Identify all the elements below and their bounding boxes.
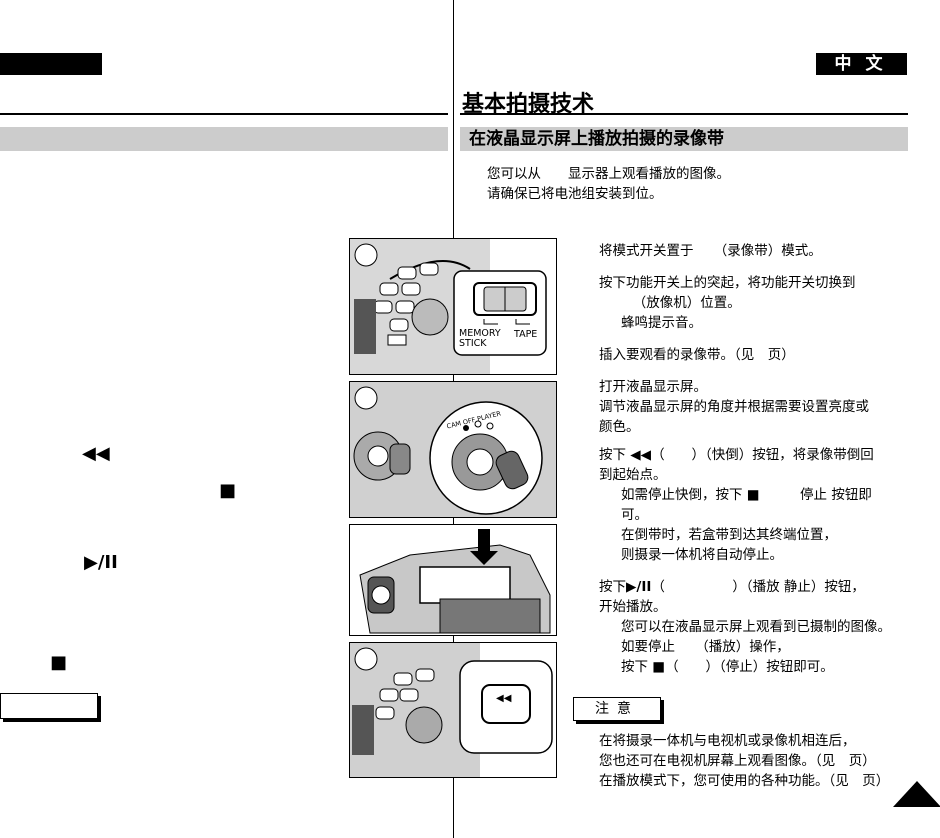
step-line: 颜色。 <box>599 419 640 435</box>
section-title: 在液晶显示屏上播放拍摄的录像带 <box>469 129 724 149</box>
rewind-icon: ◀◀ <box>496 693 512 704</box>
step-line: （放像机）位置。 <box>599 295 741 311</box>
language-tab: 中文 <box>816 53 907 75</box>
figure-rewind-button: ◀◀ <box>349 642 557 778</box>
note-line: 在将摄录一体机与电视机或录像机相连后， <box>599 733 856 749</box>
step-line: 插入要观看的录像带。（见 页） <box>599 347 795 363</box>
intro-text: 您可以从 显示器上观看播放的图像。 请确保已将电池组安装到位。 <box>487 164 730 204</box>
step-line: （ ）（播放 静止）按钮， <box>651 579 865 595</box>
step-line: 按下功能开关上的突起，将功能开关切换到 <box>599 275 856 291</box>
note-label: 注意 <box>573 697 661 721</box>
chapter-title: 基本拍摄技术 <box>462 92 595 117</box>
intro-line: 请确保已将电池组安装到位。 <box>487 186 663 202</box>
step-line: （ ）（停止）按钮即可。 <box>665 659 834 675</box>
next-page-triangle-icon <box>893 781 940 807</box>
note-line: 在播放模式下，您可使用的各种功能。（见 页） <box>599 773 890 789</box>
note-text: 在将摄录一体机与电视机或录像机相连后， 您也还可在电视机屏幕上观看图像。（见 页… <box>599 731 889 791</box>
step-6: 按下▶/II（ ）（播放 静止）按钮， 开始播放。 您可以在液晶显示屏上观看到已… <box>599 577 919 677</box>
step-line: 可。 <box>621 507 648 523</box>
step-1: 将模式开关置于 （录像带）模式。 <box>599 241 919 261</box>
step-line: 调节液晶显示屏的角度并根据需要设置亮度或 <box>599 399 869 415</box>
section-bar-left <box>0 127 448 151</box>
step-line: 打开液晶显示屏。 <box>599 379 707 395</box>
header-rule-right <box>460 113 908 115</box>
figure-mode-switch: MEMORY STICK TAPE <box>349 238 557 375</box>
memory-stick-label: MEMORY STICK <box>459 328 501 349</box>
step-line: 按下 <box>599 579 626 595</box>
step-line: （ ）（快倒）按钮，将录像带倒回 <box>651 447 874 463</box>
section-bar-right <box>460 127 908 151</box>
rewind-symbol-left: ◀◀ <box>82 443 110 464</box>
stop-symbol-left: ■ <box>219 480 237 501</box>
figure-insert-tape <box>349 524 557 636</box>
step-line: 您可以在液晶显示屏上观看到已摄制的图像。 <box>621 619 891 635</box>
step-line: 如要停止 （播放）操作， <box>621 639 790 655</box>
step-line: 按下 <box>599 447 626 463</box>
intro-line: 您可以从 显示器上观看播放的图像。 <box>487 166 730 182</box>
step-line: 蜂鸣提示音。 <box>621 315 702 331</box>
figure-power-dial: CAM OFF PLAYER <box>349 381 557 518</box>
step-4: 打开液晶显示屏。 调节液晶显示屏的角度并根据需要设置亮度或 颜色。 <box>599 377 919 437</box>
header-rule-left <box>0 113 448 115</box>
step-line: 则摄录一体机将自动停止。 <box>621 547 783 563</box>
step-line: 在倒带时，若盒带到达其终端位置， <box>621 527 837 543</box>
note-line: 您也还可在电视机屏幕上观看图像。（见 页） <box>599 753 876 769</box>
step-line: 到起始点。 <box>599 467 667 483</box>
rewind-icon: ◀◀ <box>630 447 652 463</box>
step-2: 按下功能开关上的突起，将功能开关切换到 （放像机）位置。 蜂鸣提示音。 <box>599 273 919 333</box>
stop-icon: ■ <box>652 659 666 675</box>
step-5: 按下 ◀◀（ ）（快倒）按钮，将录像带倒回 到起始点。 如需停止快倒，按下 ■ … <box>599 445 919 565</box>
note-box-left <box>0 693 98 719</box>
step-line: 如需停止快倒，按下 <box>621 487 743 503</box>
stop-icon: ■ <box>746 487 760 503</box>
language-tab-left <box>0 53 102 75</box>
step-line: 开始播放。 <box>599 599 667 615</box>
play-still-icon: ▶/II <box>626 579 652 595</box>
step-line: 停止 按钮即 <box>759 487 872 503</box>
stop-symbol-left-2: ■ <box>50 652 68 673</box>
step-line: 将模式开关置于 （录像带）模式。 <box>599 243 822 259</box>
play-still-symbol-left: ▶/II <box>84 552 118 573</box>
step-3: 插入要观看的录像带。（见 页） <box>599 345 919 365</box>
step-line: 按下 <box>621 659 648 675</box>
tape-label: TAPE <box>514 329 538 340</box>
